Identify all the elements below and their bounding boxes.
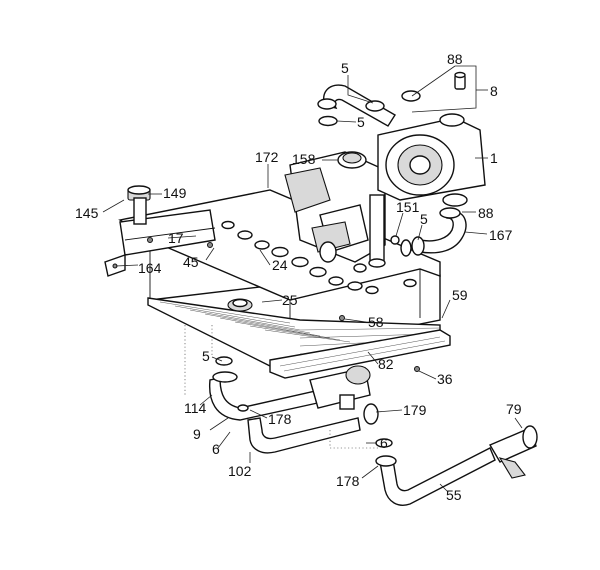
callout-8: 8: [490, 83, 498, 99]
screw-36: [414, 366, 420, 372]
pump: [377, 113, 486, 207]
callout-5-top: 5: [341, 60, 349, 76]
left-bracket: [104, 185, 216, 277]
callout-102: 102: [228, 463, 252, 479]
callout-158: 158: [292, 151, 316, 167]
callout-151: 151: [396, 199, 420, 215]
callout-36: 36: [437, 371, 453, 387]
callout-55: 55: [446, 487, 462, 503]
callout-5-lower: 5: [202, 348, 210, 364]
callout-179: 179: [403, 402, 427, 418]
callout-17: 17: [168, 230, 184, 246]
callout-25: 25: [282, 292, 298, 308]
callout-164: 164: [138, 260, 162, 276]
callout-145: 145: [75, 205, 99, 221]
callout-9: 9: [193, 426, 201, 442]
callout-178-bottom: 178: [336, 473, 360, 489]
callout-82: 82: [378, 356, 394, 372]
right-elbow-pipe: [400, 207, 467, 257]
callout-5-right: 5: [420, 211, 428, 227]
valve-assembly: [284, 151, 400, 273]
callout-172: 172: [255, 149, 279, 165]
callout-6-left: 6: [212, 441, 220, 457]
callout-6-right: 6: [380, 435, 388, 451]
callout-5-upper: 5: [357, 114, 365, 130]
plate-holes: [221, 220, 417, 295]
screw-58: [339, 315, 345, 321]
callout-79: 79: [506, 401, 522, 417]
callout-labels: 5 88 8 5 1 172 158 145 149 151 5 88 167 …: [75, 51, 522, 503]
lower-pipework: [208, 356, 379, 454]
callout-178-mid: 178: [268, 411, 292, 427]
callout-59: 59: [452, 287, 468, 303]
callout-88-right: 88: [478, 205, 494, 221]
callout-167: 167: [489, 227, 513, 243]
callout-88-top: 88: [447, 51, 463, 67]
callout-24: 24: [272, 257, 288, 273]
callout-114: 114: [184, 400, 207, 416]
callout-58: 58: [368, 314, 384, 330]
callout-45: 45: [183, 254, 199, 270]
upper-pipe: [317, 71, 466, 127]
callout-1: 1: [490, 150, 498, 166]
bottom-right-pipe: [375, 425, 538, 506]
callout-149: 149: [163, 185, 187, 201]
leader-lines: [102, 65, 523, 493]
